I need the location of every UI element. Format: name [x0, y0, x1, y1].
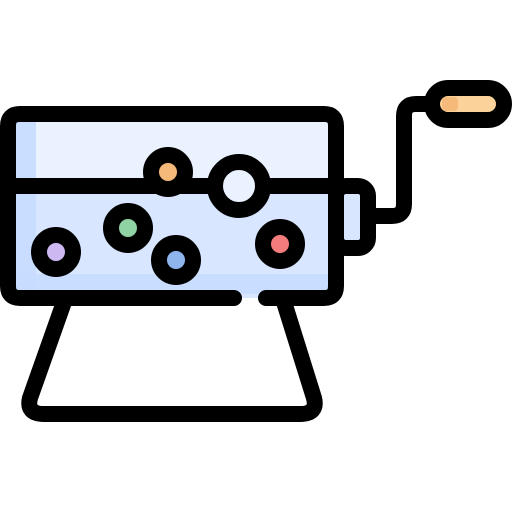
ball-purple — [31, 227, 81, 277]
crank-handle — [424, 80, 512, 128]
ball-orange — [143, 147, 193, 197]
machine-stand — [21, 294, 323, 422]
drum-left-shade — [14, 120, 36, 292]
ball-blue — [151, 235, 201, 285]
drum-outline — [0, 106, 344, 306]
ball-red — [255, 219, 305, 269]
ball-white — [207, 154, 271, 218]
crank-arm — [360, 96, 448, 224]
crank-handle-shade — [442, 97, 458, 111]
ball-green — [103, 203, 153, 253]
